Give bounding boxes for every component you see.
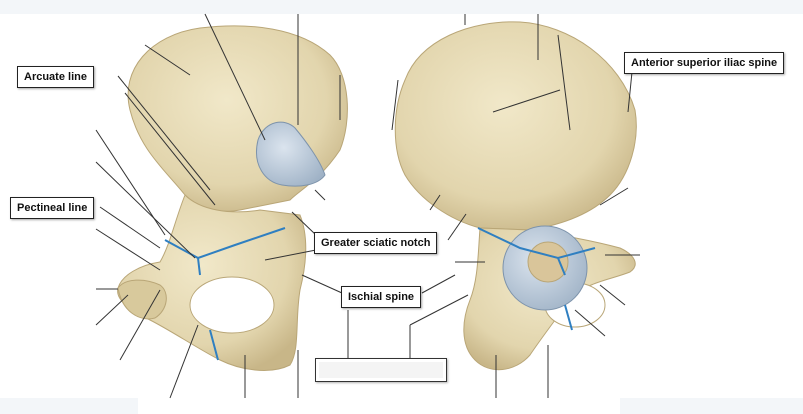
- top-strip: [0, 0, 803, 14]
- left-hip-bone-medial-view: [117, 25, 348, 371]
- left-auricular-surface: [256, 121, 326, 187]
- label-arcuate-line: Arcuate line: [17, 66, 94, 88]
- right-acetabular-fossa: [527, 241, 569, 283]
- left-pubic-symphysis: [117, 279, 167, 320]
- right-ilium: [394, 21, 637, 231]
- blank-answer-box[interactable]: [315, 358, 447, 382]
- bottom-strip-right: [620, 398, 803, 414]
- bottom-strip-left: [0, 398, 138, 414]
- label-pectineal-line: Pectineal line: [10, 197, 95, 219]
- left-obturator-foramen: [189, 276, 275, 334]
- right-blue-lines: [477, 227, 596, 331]
- label-ischial-spine: Ischial spine: [341, 286, 422, 308]
- left-blue-lines: [164, 227, 286, 361]
- label-anterior-superior-iliac-spine: Anterior superior iliac spine: [624, 52, 785, 74]
- leader-lines: [95, 13, 640, 399]
- label-greater-sciatic-notch: Greater sciatic notch: [314, 232, 438, 254]
- left-ilium: [127, 25, 348, 212]
- right-hip-bone-lateral-view: [394, 21, 637, 371]
